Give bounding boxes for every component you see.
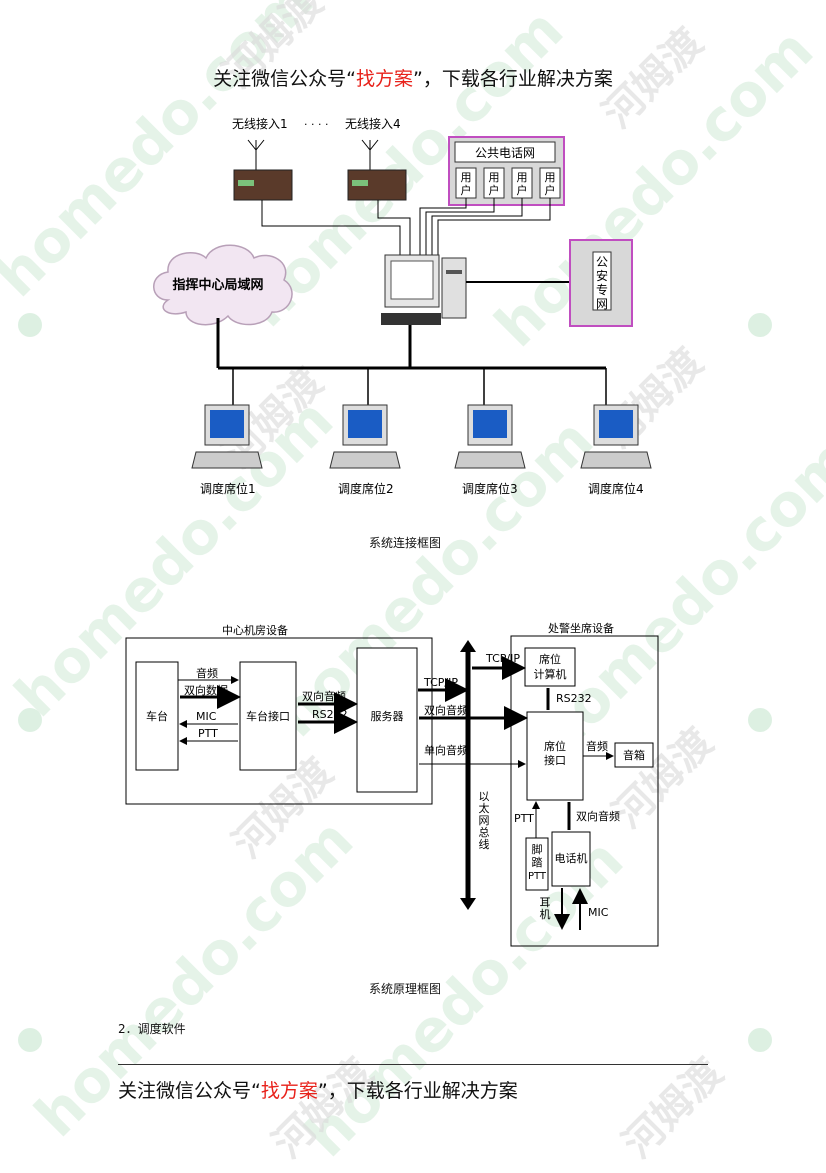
flower-icon (748, 1028, 772, 1052)
ethernet-bus-label: 总 (479, 825, 490, 839)
earphone-label: 耳 (540, 896, 551, 909)
seat-interface-block (526, 711, 584, 801)
footer-suffix: ”，下载各行业解决方案 (317, 1080, 518, 1102)
mic-label: MIC (588, 906, 609, 919)
header-suffix: ”，下载各行业解决方案 (413, 68, 613, 90)
ethernet-bus-label: 网 (479, 814, 490, 827)
workstation-icon (191, 404, 263, 469)
public-phone-label-box (454, 141, 556, 163)
mic-label: MIC (196, 710, 217, 723)
one-way-audio-label: 单向音频 (424, 743, 468, 757)
user-label: 户 (517, 183, 528, 197)
rs232-label: RS232 (556, 692, 592, 705)
radio-block (135, 661, 179, 771)
principle-diagram-caption: 系统原理框图 (369, 982, 442, 996)
user-label: 用 (545, 171, 556, 184)
dispatch-seat-label: 处警坐席设备 (548, 621, 614, 635)
radio-interface-label: 车台接口 (246, 709, 290, 723)
seat-computer-label: 席位 (539, 652, 561, 666)
public-phone-label: 公共电话网 (475, 146, 535, 160)
foot-ptt-label: 脚 (532, 842, 543, 856)
radio-label: 车台 (146, 709, 168, 723)
telephone-block (551, 831, 591, 887)
server-block (356, 647, 418, 793)
radio-interface-block (239, 661, 297, 771)
seat-interface-label: 席位 (544, 739, 566, 753)
lan-label: 指挥中心局域网 (172, 277, 263, 293)
foot-ptt-label: PTT (528, 871, 547, 882)
user-label: 户 (489, 183, 500, 197)
footer-prefix: 关注微信公众号“ (118, 1080, 261, 1102)
audio-label: 音频 (196, 666, 218, 680)
seat-label-1: 调度席位1 (200, 481, 256, 496)
two-way-audio-label: 双向音频 (576, 809, 620, 823)
user-label: 用 (489, 171, 500, 184)
tcpip-label: TCP/IP (423, 676, 458, 689)
principle-diagram: 中心机房设备 处警坐席设备 车台 车台接口 音频 双向数据 MIC PTT 服务… (125, 621, 659, 947)
rs232-label: RS232 (312, 708, 348, 721)
section-title: 2．调度软件 (118, 1022, 186, 1036)
seat-label-4: 调度席位4 (588, 481, 644, 496)
footer-divider (118, 1064, 708, 1065)
radio-device-1 (233, 139, 293, 201)
watermark-brand: 河姆渡 (615, 1050, 732, 1167)
ptt-label: PTT (514, 812, 534, 825)
page-header: 关注微信公众号“找方案”，下载各行业解决方案 (0, 64, 826, 91)
police-net-label: 安 (596, 268, 608, 283)
center-room-label: 中心机房设备 (222, 623, 288, 637)
police-net-label: 公 (596, 255, 608, 269)
header-prefix: 关注微信公众号“ (213, 68, 356, 90)
wireless-label-4: 无线接入4 (345, 116, 401, 131)
foot-ptt-block (525, 837, 549, 891)
foot-ptt-label: 踏 (532, 855, 543, 869)
telephone-label: 电话机 (555, 851, 588, 865)
dispatch-seat-group (510, 635, 659, 947)
two-way-audio-label: 双向音频 (302, 689, 346, 703)
connection-diagram: 无线接入1 · · · · 无线接入4 公共电话网 用 户 用 户 用 户 用 … (153, 116, 652, 496)
two-way-audio-label: 双向音频 (424, 703, 468, 717)
wireless-label-1: 无线接入1 (232, 116, 288, 131)
speaker-block (614, 742, 654, 768)
ethernet-bus-label: 太 (479, 802, 490, 815)
workstation-icon (454, 404, 526, 469)
tcpip-label: TCP/IP (485, 652, 520, 665)
lan-cloud (153, 244, 293, 326)
police-net-label-box (592, 251, 612, 311)
seat-label-2: 调度席位2 (338, 481, 394, 496)
server-computer-icon (381, 254, 467, 325)
user-label: 用 (517, 171, 528, 184)
workstation-icon (580, 404, 652, 469)
speaker-label: 音箱 (623, 748, 645, 762)
page-footer: 关注微信公众号“找方案”，下载各行业解决方案 (118, 1076, 518, 1103)
ethernet-bus-label: 以 (479, 790, 490, 803)
two-way-data-label: 双向数据 (184, 683, 228, 697)
audio-label: 音频 (586, 739, 608, 753)
server-label: 服务器 (371, 710, 404, 723)
seat-computer-block (524, 647, 576, 687)
user-label: 户 (545, 183, 556, 197)
ellipsis: · · · · (304, 118, 328, 131)
flower-icon (18, 1028, 42, 1052)
seat-computer-label: 计算机 (534, 667, 567, 681)
footer-highlight: 找方案 (260, 1080, 318, 1102)
connection-diagram-caption: 系统连接框图 (369, 536, 442, 550)
seat-interface-label: 接口 (544, 754, 566, 767)
ethernet-bus-label: 线 (479, 837, 490, 851)
earphone-label: 机 (540, 907, 551, 921)
ptt-label: PTT (198, 727, 218, 740)
police-net-label: 网 (596, 297, 608, 311)
user-label: 户 (461, 183, 472, 197)
police-net-label: 专 (596, 282, 608, 297)
radio-device-4 (347, 139, 407, 201)
header-highlight: 找方案 (355, 68, 413, 90)
center-room-group (125, 637, 433, 805)
seat-label-3: 调度席位3 (462, 481, 518, 496)
watermark-brand: 河姆渡 (265, 1050, 382, 1167)
user-label: 用 (461, 171, 472, 184)
workstation-icon (329, 404, 401, 469)
